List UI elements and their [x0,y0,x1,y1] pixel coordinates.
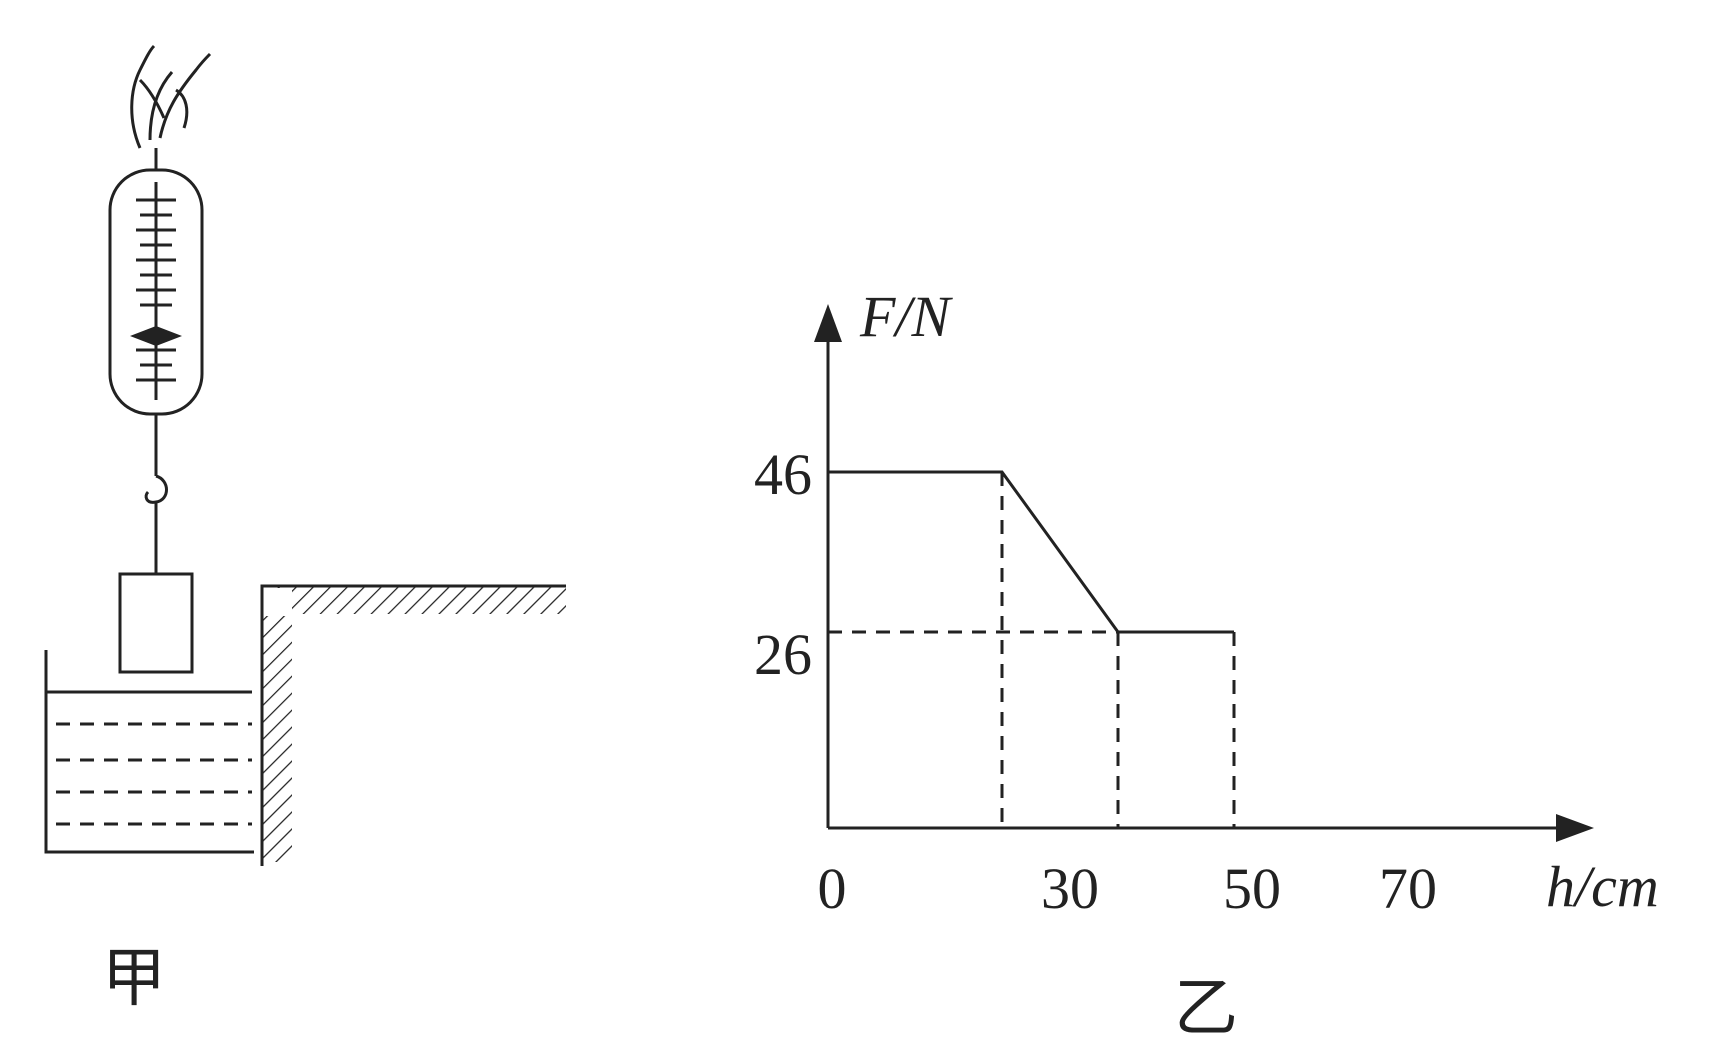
guide-lines [828,472,1236,828]
figure-b-caption: 乙 [1174,972,1238,1038]
pointer-icon [130,326,182,346]
x-axis-label: h/cm [1546,854,1659,919]
y-axis-label: F/N [859,284,954,349]
y-axis-arrow-icon [814,304,842,342]
y-tick-label: 46 [754,442,812,507]
y-tick-label: 26 [754,622,812,687]
plot-area [828,470,1234,634]
x-tick-label: 30 [1041,856,1099,921]
x-tick-label: 50 [1223,856,1281,921]
hand-icon [130,44,212,149]
balance-scale-ticks [136,198,176,382]
apparatus-figure: 甲 [44,44,566,1016]
spring-balance [108,148,204,574]
x-tick-label: 0 [818,856,847,921]
water-container [44,650,254,854]
ledge-wall [260,584,566,866]
hanging-block [118,572,194,674]
water-surface-lines [56,722,252,826]
graph-figure: F/N h/cm 46 26 0 30 50 70 乙 [754,284,1659,1038]
figure-a-caption: 甲 [102,942,166,1016]
x-axis-arrow-icon [1556,814,1594,842]
force-depth-line [828,470,1234,634]
x-tick-label: 70 [1379,856,1437,921]
